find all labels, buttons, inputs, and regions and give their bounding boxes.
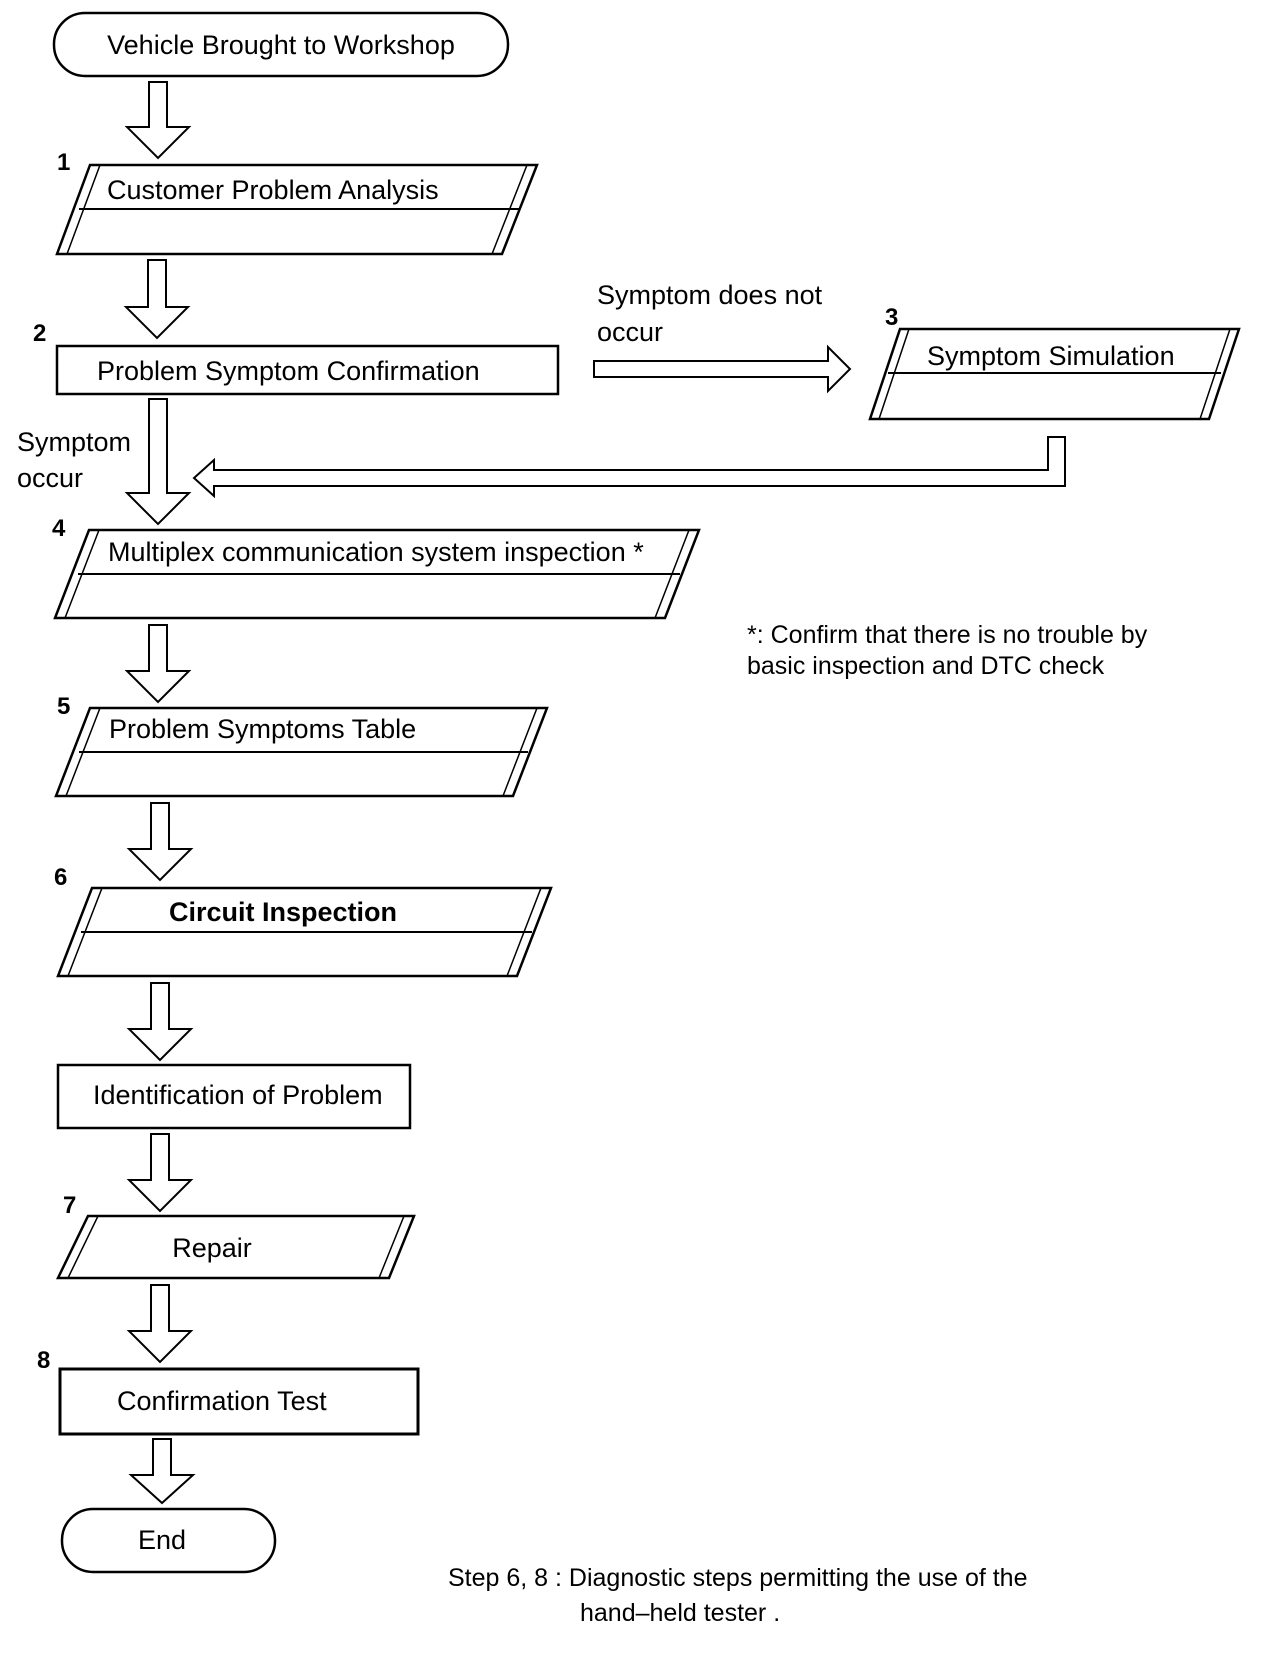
identification-node: [56, 1063, 412, 1130]
step-3-number: 3: [885, 304, 898, 331]
steps-note-2: hand–held tester .: [580, 1599, 780, 1627]
step-1-node: [55, 163, 539, 256]
flow-arrow-icon: [128, 1438, 196, 1505]
start-terminator: [52, 11, 510, 78]
step-1-label: Customer Problem Analysis: [107, 175, 439, 205]
step-2-label: Problem Symptom Confirmation: [97, 356, 480, 386]
step-5-node: [54, 706, 549, 798]
end-terminator: [60, 1507, 277, 1574]
asterisk-note-2: basic inspection and DTC check: [747, 652, 1105, 680]
branch-occur-label: Symptom: [17, 427, 131, 457]
step-5-label: Problem Symptoms Table: [109, 714, 416, 744]
step-7-node: [56, 1214, 416, 1280]
flow-arrow-icon: [126, 1284, 194, 1364]
asterisk-note: *: Confirm that there is no trouble by: [747, 621, 1148, 649]
step-3-label: Symptom Simulation: [927, 341, 1175, 371]
step-8-label: Confirmation Test: [117, 1386, 327, 1416]
flow-arrow-icon: [124, 398, 192, 526]
branch-occur-label-2: occur: [17, 463, 83, 493]
branch-not-occur-label: Symptom does not: [597, 280, 823, 310]
step-8-number: 8: [37, 1347, 50, 1374]
return-arrow-icon: [192, 436, 1066, 499]
step-6-node: [56, 886, 553, 978]
step-5-number: 5: [57, 693, 70, 720]
step-4-label: Multiplex communication system inspectio…: [108, 537, 644, 567]
step-4-node: [53, 528, 701, 620]
step-6-number: 6: [54, 864, 67, 891]
step-8-node: [58, 1367, 420, 1436]
step-6-label: Circuit Inspection: [169, 897, 397, 927]
flow-arrow-icon: [124, 81, 192, 160]
step-7-number: 7: [63, 1192, 76, 1219]
identification-label: Identification of Problem: [93, 1080, 383, 1110]
flow-arrow-icon: [124, 624, 192, 704]
step-3-node: [868, 327, 1241, 421]
right-arrow-icon: [593, 344, 852, 394]
step-2-node: [55, 344, 560, 396]
step-4-number: 4: [52, 515, 66, 542]
branch-not-occur-label-2: occur: [597, 317, 663, 347]
flow-arrow-icon: [126, 982, 194, 1062]
steps-note: Step 6, 8 : Diagnostic steps permitting …: [448, 1564, 1028, 1592]
end-label: End: [138, 1525, 186, 1555]
flow-arrow-icon: [126, 1133, 194, 1213]
step-7-label: Repair: [172, 1233, 252, 1263]
flow-arrow-icon: [126, 802, 194, 882]
step-1-number: 1: [57, 149, 70, 176]
step-2-number: 2: [33, 320, 46, 347]
start-label: Vehicle Brought to Workshop: [107, 30, 455, 60]
flow-arrow-icon: [123, 259, 191, 340]
